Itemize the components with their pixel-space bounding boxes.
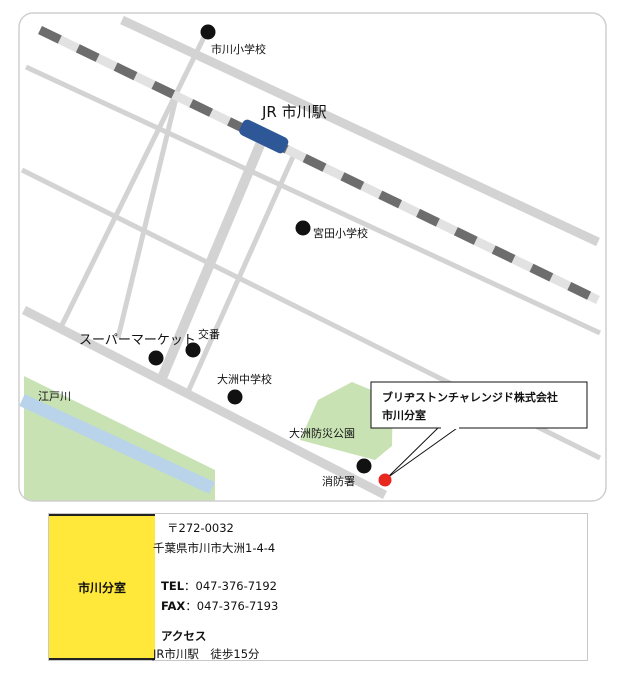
road (24, 64, 602, 336)
station-marker (239, 119, 289, 154)
road (21, 305, 388, 500)
koban-label: 交番 (198, 327, 220, 341)
office-label-cell: 市川分室 (49, 514, 155, 660)
ohsu-junior-high-label: 大洲中学校 (217, 372, 272, 386)
miyata-elementary-dot (295, 220, 311, 236)
road (59, 23, 213, 327)
fax-label: FAX (161, 599, 186, 613)
callout-company-name: ブリヂストンチャレンジド株式会社 (382, 390, 558, 404)
postal-code: 〒272-0032 (167, 521, 234, 535)
fax-row: FAX：047-376-7193 (161, 598, 278, 614)
tel-label: TEL (161, 579, 185, 593)
fire-station-dot (356, 458, 372, 474)
fax-value: ：047-376-7193 (185, 599, 279, 613)
road (157, 138, 267, 380)
office-info-table: 市川分室 〒272-0032 千葉県市川市大洲1-4-4 TEL：047-376… (48, 513, 588, 661)
ohsu-junior-high-dot (227, 389, 243, 405)
station-label: JR 市川駅 (261, 103, 327, 121)
miyata-elementary-label: 宮田小学校 (313, 226, 368, 240)
ichikawa-elementary-label: 市川小学校 (211, 42, 266, 56)
edogawa-label: 江戸川 (38, 390, 71, 403)
tel-row: TEL：047-376-7192 (161, 578, 277, 594)
callout-office-name: 市川分室 (382, 408, 426, 422)
target-location-marker (378, 473, 392, 487)
supermarket-label: スーパーマーケット (79, 333, 196, 348)
area-map: 市川小学校 JR 市川駅 宮田小学校 交番 スーパーマーケット 大洲中学校 江戸… (18, 12, 607, 502)
road (115, 97, 179, 339)
callout-box (370, 381, 588, 429)
callout-joint (441, 426, 459, 429)
railway-dashes (38, 25, 600, 305)
tel-value: ：047-376-7192 (184, 579, 277, 593)
park-area (300, 382, 393, 460)
road (185, 148, 299, 394)
road (120, 15, 600, 247)
koban-dot (185, 342, 201, 358)
ichikawa-elementary-dot (200, 24, 216, 40)
fire-station-label: 消防署 (322, 474, 355, 488)
access-label: アクセス (161, 629, 207, 643)
supermarket-dot (148, 350, 164, 366)
address: 千葉県市川市大洲1-4-4 (153, 541, 276, 555)
edogawa-river (19, 394, 215, 494)
map-frame (18, 12, 607, 502)
access-text: JR市川駅 徒歩15分 (153, 647, 260, 661)
park-label: 大洲防災公園 (289, 426, 355, 440)
